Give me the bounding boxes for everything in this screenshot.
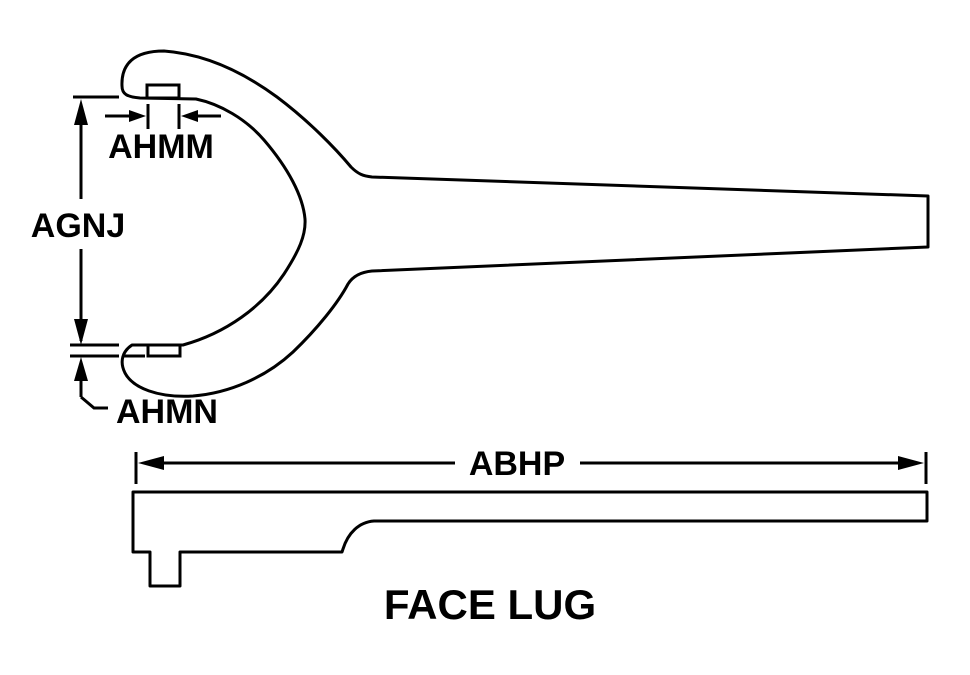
abhp-arrowhead-right-icon — [898, 456, 924, 470]
side-view: ABHP — [131, 445, 929, 588]
wrench-top-view-outline — [120, 49, 930, 398]
top-view: AHMM AGNJ AHMN — [31, 49, 930, 431]
agnj-arrowhead-up-icon — [74, 99, 88, 125]
agnj-label: AGNJ — [31, 207, 125, 245]
dimension-agnj: AGNJ — [31, 95, 125, 358]
dimension-ahmn: AHMN — [74, 357, 218, 431]
agnj-arrowhead-down-icon — [74, 319, 88, 345]
wrench-side-view-outline — [131, 490, 929, 588]
top-lug-rect — [145, 83, 181, 100]
dimension-abhp: ABHP — [134, 445, 928, 484]
ahmm-arrowhead-left-icon — [129, 110, 146, 122]
abhp-arrowhead-left-icon — [138, 456, 164, 470]
bottom-lug-rect — [146, 343, 182, 358]
ahmm-arrowhead-right-icon — [181, 110, 198, 122]
abhp-label: ABHP — [469, 445, 565, 483]
ahmn-label: AHMN — [116, 393, 218, 431]
ahmm-label: AHMM — [108, 128, 214, 166]
ahmn-arrowhead-up-icon — [74, 357, 88, 381]
dimension-ahmm: AHMM — [105, 104, 221, 166]
ahmn-leader-line — [80, 395, 108, 410]
drawing-title: FACE LUG — [384, 581, 596, 628]
